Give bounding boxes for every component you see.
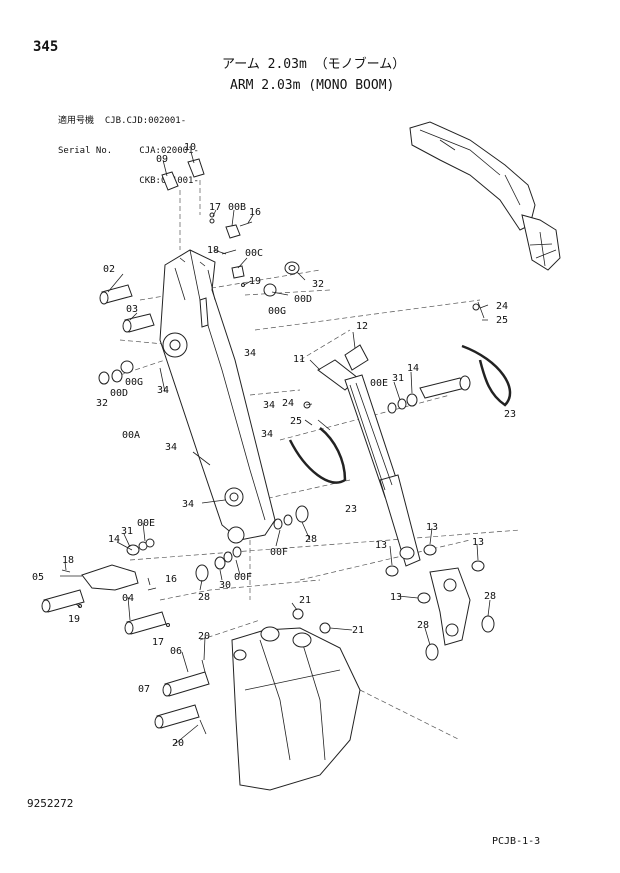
callout-14: 14 [407, 363, 419, 374]
callout-03: 03 [126, 304, 138, 315]
callout-13: 13 [472, 537, 484, 548]
callout-00B: 00B [228, 202, 246, 213]
callout-00D: 00D [294, 294, 312, 305]
callout-34: 34 [165, 442, 177, 453]
callout-00D: 00D [110, 388, 128, 399]
callout-09: 09 [156, 154, 168, 165]
callout-21: 21 [352, 625, 364, 636]
callout-31: 31 [392, 373, 404, 384]
callout-28: 28 [484, 591, 496, 602]
callout-16: 16 [249, 207, 261, 218]
callout-34: 34 [182, 499, 194, 510]
callout-04: 04 [122, 593, 134, 604]
callout-05: 05 [32, 572, 44, 583]
callout-34: 34 [261, 429, 273, 440]
callout-00C: 00C [245, 248, 263, 259]
callout-00E: 00E [137, 518, 155, 529]
callout-14: 14 [108, 534, 120, 545]
callout-16: 16 [165, 574, 177, 585]
callout-23: 23 [504, 409, 516, 420]
callout-17: 17 [209, 202, 221, 213]
callout-23: 23 [345, 504, 357, 515]
parts-bottom-left [41, 505, 309, 635]
callout-17: 17 [152, 637, 164, 648]
callout-28: 28 [198, 592, 210, 603]
title-japanese: アーム 2.03m （モノブーム） [222, 57, 406, 72]
callout-10: 10 [184, 142, 196, 153]
leader-lines [60, 151, 491, 745]
page-number: 345 [33, 39, 59, 55]
callout-34: 34 [157, 385, 169, 396]
link-assembly [385, 544, 495, 661]
callout-20: 20 [172, 738, 184, 749]
callout-32: 32 [96, 398, 108, 409]
title-english: ARM 2.03m (MONO BOOM) [230, 78, 395, 93]
callout-06: 06 [170, 646, 182, 657]
callout-00F: 00F [270, 547, 288, 558]
callout-24: 24 [496, 301, 508, 312]
callout-25: 25 [290, 416, 302, 427]
callout-07: 07 [138, 684, 150, 695]
callout-11: 11 [293, 354, 305, 365]
serial-line: Serial No. CJA:020001- [58, 146, 199, 156]
callout-19: 19 [68, 614, 80, 625]
callout-18: 18 [62, 555, 74, 566]
callout-12: 12 [356, 321, 368, 332]
callout-00G: 00G [268, 306, 286, 317]
callout-13: 13 [390, 592, 402, 603]
serial-line: 適用号機 CJB.CJD:002001- [58, 116, 187, 126]
callout-13: 13 [426, 522, 438, 533]
bucket-assembly [154, 608, 361, 791]
callout-18: 18 [207, 245, 219, 256]
page-code: PCJB-1-3 [492, 836, 541, 847]
cylinder-assembly [317, 344, 471, 567]
callout-13: 13 [375, 540, 387, 551]
hydraulic-hoses-23 [288, 301, 512, 484]
callout-00G: 00G [125, 377, 143, 388]
callout-24: 24 [282, 398, 294, 409]
callout-32: 32 [312, 279, 324, 290]
callout-28: 28 [305, 534, 317, 545]
callout-34: 34 [244, 348, 256, 359]
callout-00E: 00E [370, 378, 388, 389]
callout-28: 28 [417, 620, 429, 631]
callout-00F: 00F [234, 572, 252, 583]
callout-00A: 00A [122, 430, 140, 441]
callout-30: 30 [219, 580, 231, 591]
callout-20: 20 [198, 631, 210, 642]
callout-34: 34 [263, 400, 275, 411]
document-number: 9252272 [27, 797, 74, 810]
callout-31: 31 [121, 526, 133, 537]
callout-19: 19 [249, 276, 261, 287]
parts-top [98, 158, 300, 385]
callout-25: 25 [496, 315, 508, 326]
callout-21: 21 [299, 595, 311, 606]
callout-02: 02 [103, 264, 115, 275]
callout-labels: 10 09 17 00B 16 18 00C 02 19 32 00D 00G … [32, 142, 516, 749]
arm-assembly-00A [159, 249, 276, 544]
machine-silhouette-icon [409, 121, 561, 271]
